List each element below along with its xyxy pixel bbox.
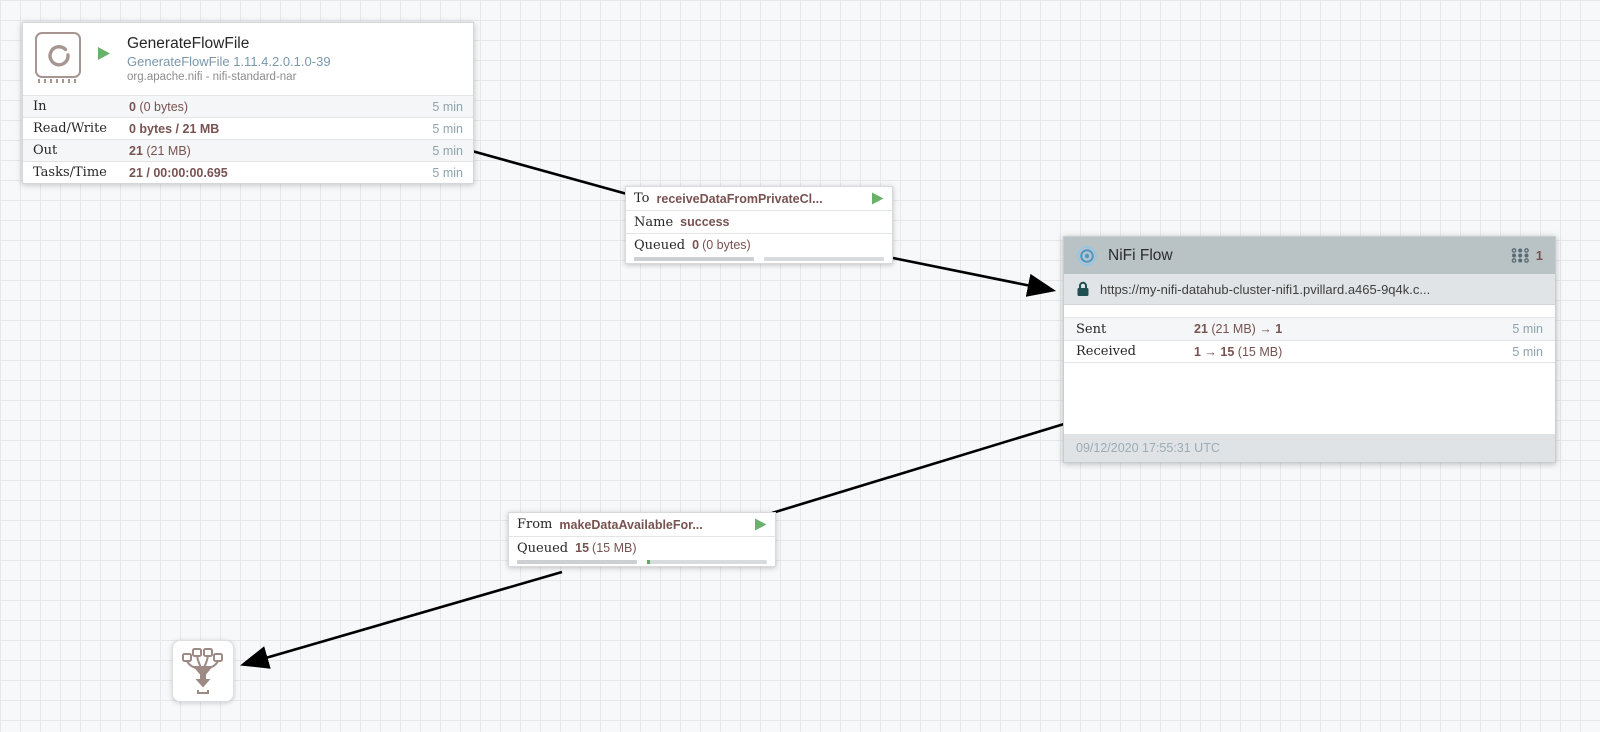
queued-label: Queued bbox=[634, 238, 685, 253]
stat-value-strong2: → 1 bbox=[1259, 322, 1282, 336]
rpg-url-row: https://my-nifi-datahub-cluster-nifi1.pv… bbox=[1064, 274, 1555, 305]
stat-value-rest: (0 bytes) bbox=[136, 100, 188, 114]
from-value: makeDataAvailableFor... bbox=[559, 518, 702, 532]
funnel-component[interactable] bbox=[172, 640, 234, 702]
stat-label: Out bbox=[33, 143, 129, 158]
stat-value-rest: (21 MB) bbox=[143, 144, 191, 158]
stat-value-rest: (21 MB) bbox=[1208, 322, 1259, 336]
queue-size-fill bbox=[647, 560, 650, 564]
stat-window: 5 min bbox=[432, 144, 463, 158]
name-value: success bbox=[680, 215, 729, 229]
remote-process-group-icon bbox=[1076, 245, 1098, 267]
rpg-body: Sent 21 (21 MB) → 1 5 min Received 1 → 1… bbox=[1064, 305, 1555, 434]
queue-size-bar bbox=[647, 560, 767, 564]
queue-count-bar bbox=[634, 257, 754, 261]
stat-window: 5 min bbox=[1512, 345, 1543, 359]
stat-value-strong: 21 / 00:00:00.695 bbox=[129, 166, 228, 180]
queued-count: 0 bbox=[692, 238, 699, 252]
processor-stats-table: In 0 (0 bytes) 5 min Read/Write 0 bytes … bbox=[23, 95, 473, 183]
connection-queued-row: Queued 15 (15 MB) bbox=[509, 536, 775, 559]
processor-bundle: org.apache.nifi - nifi-standard-nar bbox=[127, 70, 331, 85]
queued-label: Queued bbox=[517, 541, 568, 556]
to-value: receiveDataFromPrivateCl... bbox=[657, 192, 823, 206]
processor-header: GenerateFlowFile GenerateFlowFile 1.11.4… bbox=[23, 23, 473, 95]
transmitting-ports-icon bbox=[1511, 248, 1530, 263]
stat-value-strong: 1 → 15 bbox=[1194, 345, 1234, 359]
transmitting-port-count: 1 bbox=[1536, 248, 1543, 263]
connection-label-to-remote[interactable]: To receiveDataFromPrivateCl... Name succ… bbox=[625, 186, 893, 264]
funnel-icon bbox=[182, 648, 224, 694]
stat-row-out: Out 21 (21 MB) 5 min bbox=[23, 139, 473, 161]
stat-window: 5 min bbox=[432, 100, 463, 114]
edge-connection-to-funnel[interactable] bbox=[245, 572, 562, 664]
name-label: Name bbox=[634, 215, 673, 230]
processor-icon bbox=[35, 32, 83, 84]
rpg-title: NiFi Flow bbox=[1108, 247, 1173, 265]
play-icon bbox=[754, 518, 767, 531]
stat-window: 5 min bbox=[1512, 322, 1543, 336]
lock-icon bbox=[1076, 281, 1090, 297]
remote-process-group-nifi-flow[interactable]: NiFi Flow 1 bbox=[1063, 236, 1556, 463]
connection-from-row: From makeDataAvailableFor... bbox=[509, 513, 775, 536]
edge-rpg-to-connection[interactable] bbox=[772, 424, 1064, 513]
to-label: To bbox=[634, 191, 650, 206]
rpg-stat-row-sent: Sent 21 (21 MB) → 1 5 min bbox=[1064, 317, 1555, 340]
edge-processor-to-connection[interactable] bbox=[472, 151, 627, 194]
stat-row-tasks: Tasks/Time 21 / 00:00:00.695 5 min bbox=[23, 161, 473, 183]
connection-queued-row: Queued 0 (0 bytes) bbox=[626, 233, 892, 256]
stamp-perforation bbox=[38, 79, 78, 83]
stat-label: Received bbox=[1076, 344, 1194, 359]
queue-count-bar bbox=[517, 560, 637, 564]
stat-value-strong: 21 bbox=[1194, 322, 1208, 336]
queued-size: (0 bytes) bbox=[702, 238, 751, 252]
queue-size-bar bbox=[764, 257, 884, 261]
processor-generateflowfile[interactable]: GenerateFlowFile GenerateFlowFile 1.11.4… bbox=[22, 22, 474, 184]
stat-label: In bbox=[33, 99, 129, 114]
connection-to-row: To receiveDataFromPrivateCl... bbox=[626, 187, 892, 210]
from-label: From bbox=[517, 517, 552, 532]
queued-size: (15 MB) bbox=[592, 541, 636, 555]
refresh-loop-icon bbox=[35, 32, 81, 78]
play-icon bbox=[871, 192, 884, 205]
run-status-play-icon bbox=[97, 46, 111, 61]
processor-type-version: GenerateFlowFile 1.11.4.2.0.1.0-39 bbox=[127, 53, 331, 70]
stat-row-readwrite: Read/Write 0 bytes / 21 MB 5 min bbox=[23, 117, 473, 139]
stat-value-strong: 21 bbox=[129, 144, 143, 158]
edge-connection-to-rpg[interactable] bbox=[893, 258, 1051, 290]
stat-value-strong: 0 bbox=[129, 100, 136, 114]
queue-indicator-bars bbox=[626, 256, 892, 263]
stat-label: Sent bbox=[1076, 322, 1194, 337]
connection-name-row: Name success bbox=[626, 210, 892, 233]
stat-window: 5 min bbox=[432, 122, 463, 136]
stat-label: Read/Write bbox=[33, 121, 129, 136]
rpg-target-url: https://my-nifi-datahub-cluster-nifi1.pv… bbox=[1100, 282, 1430, 297]
stat-row-in: In 0 (0 bytes) 5 min bbox=[23, 95, 473, 117]
rpg-header: NiFi Flow 1 bbox=[1064, 237, 1555, 274]
rpg-stat-row-received: Received 1 → 15 (15 MB) 5 min bbox=[1064, 340, 1555, 363]
queued-count: 15 bbox=[575, 541, 589, 555]
stat-value-rest: (15 MB) bbox=[1234, 345, 1282, 359]
rpg-last-refreshed: 09/12/2020 17:55:31 UTC bbox=[1064, 434, 1555, 462]
stat-window: 5 min bbox=[432, 166, 463, 180]
connection-label-from-remote[interactable]: From makeDataAvailableFor... Queued 15 (… bbox=[508, 512, 776, 567]
stat-label: Tasks/Time bbox=[33, 165, 129, 180]
stat-value-strong: 0 bytes / 21 MB bbox=[129, 122, 219, 136]
queue-indicator-bars bbox=[509, 559, 775, 566]
processor-name: GenerateFlowFile bbox=[127, 34, 331, 53]
